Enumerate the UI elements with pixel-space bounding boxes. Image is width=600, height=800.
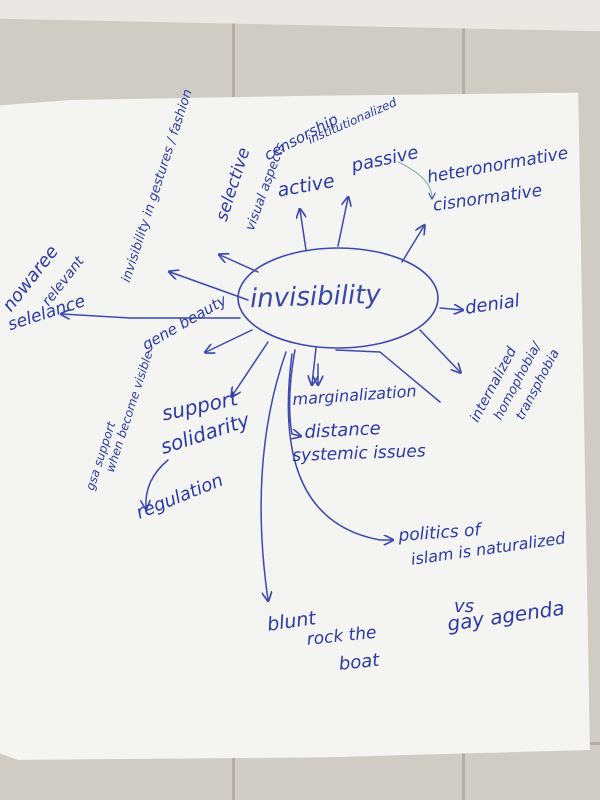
link-to-regulation <box>146 459 169 508</box>
link-to-internalized <box>419 329 460 372</box>
node-vs: vs <box>454 596 475 617</box>
link-to-nowaree <box>62 314 241 318</box>
center-node-label: invisibility <box>249 279 382 315</box>
link-to-denial <box>439 308 462 310</box>
link-to-marginalization <box>312 347 316 384</box>
link-to-blunt <box>260 351 287 600</box>
node-systemic-issues: systemic issues <box>291 441 427 466</box>
link-to-gestures <box>170 272 249 301</box>
link-to-heteronormative <box>401 226 424 263</box>
link-passive-heteronormative <box>397 161 432 198</box>
link-marginalization-denial <box>335 349 441 403</box>
node-boat: boat <box>337 649 381 675</box>
node-distance: distance <box>303 418 382 443</box>
center-ellipse <box>237 247 439 349</box>
flipchart-paper <box>0 92 590 760</box>
link-to-selective <box>220 255 259 273</box>
link-to-passive <box>337 198 348 247</box>
link-to-politics <box>287 353 392 540</box>
link-to-active <box>300 210 307 251</box>
link-to-gene <box>206 329 253 352</box>
link-to-distance <box>288 349 300 436</box>
link-to-support <box>232 341 269 396</box>
